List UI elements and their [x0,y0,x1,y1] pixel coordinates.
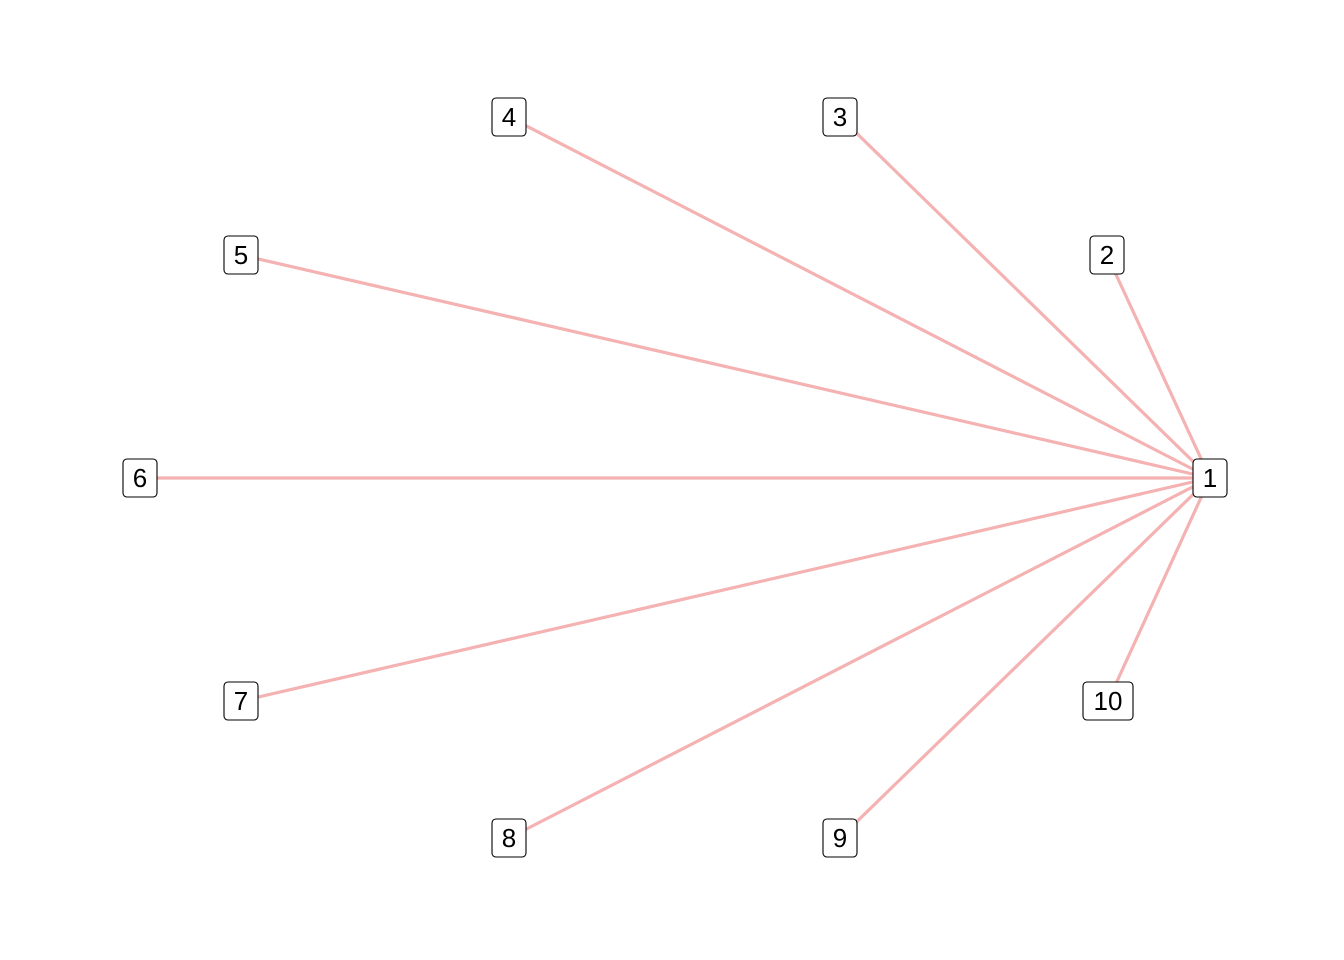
node-label: 3 [833,102,847,132]
node-label: 9 [833,823,847,853]
node-2: 2 [1089,235,1125,275]
node-4: 4 [491,97,527,137]
node-box [822,818,858,858]
edge-1-10 [1106,476,1212,703]
node-6: 6 [122,458,158,498]
node-8: 8 [491,818,527,858]
node-3: 3 [822,97,858,137]
node-box [1082,681,1134,721]
edge-1-8 [507,476,1212,840]
node-1: 1 [1192,458,1228,498]
node-label: 10 [1094,686,1123,716]
node-box [1089,235,1125,275]
node-box [822,97,858,137]
node-10: 10 [1082,681,1134,721]
node-7: 7 [223,681,259,721]
node-box [122,458,158,498]
edge-1-9 [838,476,1212,840]
edges-layer [138,115,1212,840]
edge-1-2 [1105,253,1212,480]
edge-1-4 [507,115,1212,480]
node-label: 8 [502,823,516,853]
node-label: 2 [1100,240,1114,270]
node-label: 1 [1203,463,1217,493]
node-label: 7 [234,686,248,716]
edge-1-5 [239,253,1212,480]
node-box [223,235,259,275]
edge-1-7 [239,476,1212,703]
node-5: 5 [223,235,259,275]
node-9: 9 [822,818,858,858]
node-label: 5 [234,240,248,270]
nodes-layer: 1 2 3 4 5 6 7 8 9 10 [122,97,1228,858]
node-label: 4 [502,102,516,132]
edge-1-3 [838,115,1212,480]
node-box [491,97,527,137]
node-label: 6 [133,463,147,493]
node-box [491,818,527,858]
node-box [1192,458,1228,498]
node-box [223,681,259,721]
